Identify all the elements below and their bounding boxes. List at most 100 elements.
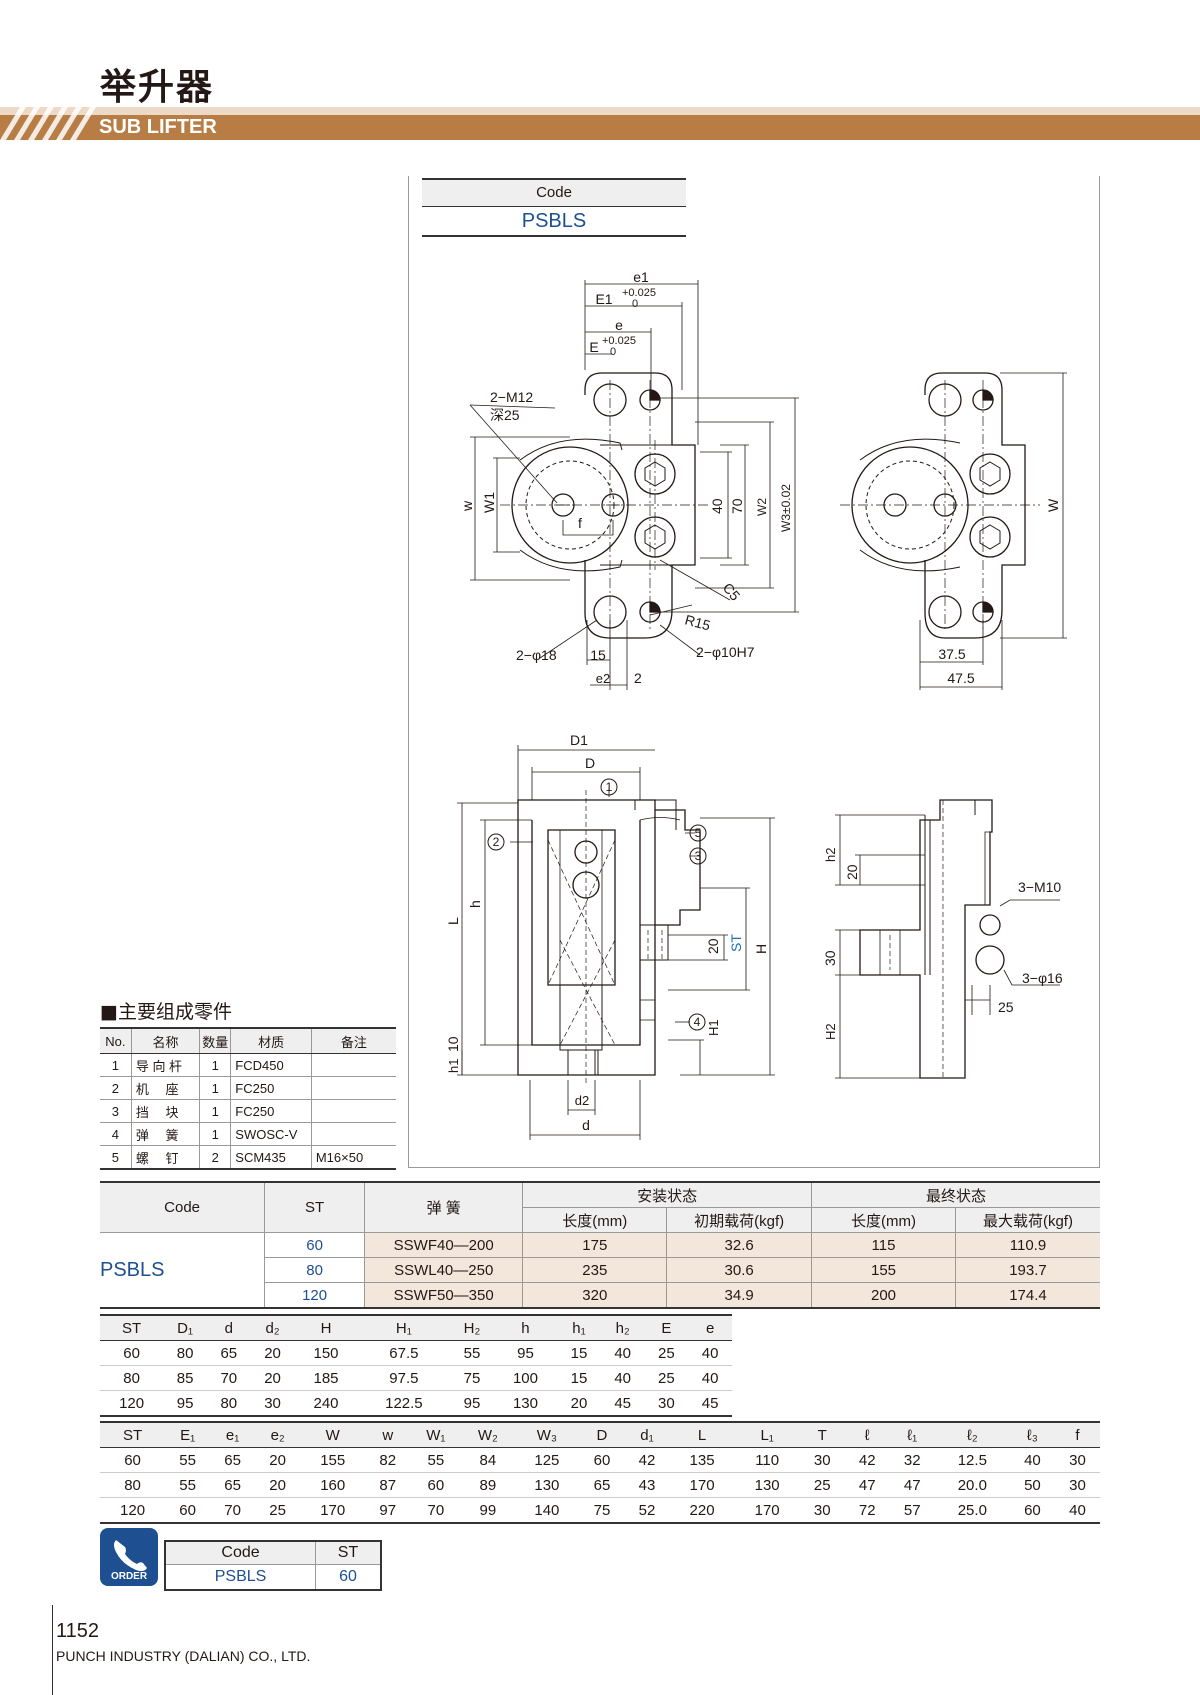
label-C5: C5 <box>720 580 744 604</box>
dim-h2: h2 <box>823 848 838 862</box>
table-row: PSBLS 60 SSWF40—200 175 32.6 115 110.9 <box>100 1232 1100 1309</box>
dim-E1-tol-lower: 0 <box>632 298 638 310</box>
parts-title: ■主要组成零件 <box>100 1001 232 1023</box>
callout-1: 1 <box>606 780 613 794</box>
dim-25: 25 <box>998 999 1014 1015</box>
dim-side-20: 20 <box>844 864 860 880</box>
order-icon: ORDER <box>100 1528 158 1586</box>
parts-header: 数量 <box>199 1027 231 1054</box>
company-name: PUNCH INDUSTRY (DALIAN) CO., LTD. <box>56 1648 311 1664</box>
label-pin10: 2−φ10H7 <box>696 644 755 660</box>
label-R15: R15 <box>683 611 712 633</box>
code-box: Code PSBLS <box>422 178 686 237</box>
dim-side-30: 30 <box>822 950 838 966</box>
dim-e2: e2 <box>596 671 610 686</box>
order-header-st: ST <box>315 1541 381 1565</box>
header-band <box>0 115 1200 140</box>
dim-2: 2 <box>634 670 642 686</box>
top-view <box>469 280 799 690</box>
dim-70: 70 <box>729 498 745 514</box>
dim-front-20: 20 <box>705 938 721 954</box>
dim-f: f <box>578 515 582 531</box>
dim-e: e <box>615 317 623 333</box>
code-box-value: PSBLS <box>422 207 686 237</box>
dim-W2: W2 <box>755 498 769 516</box>
order-icon-label: ORDER <box>110 1571 148 1582</box>
table-row: 80 SSWL40—250 235 30.6 155 193.7 <box>100 1257 1100 1283</box>
side-view <box>835 799 1060 1080</box>
top-view-right <box>840 372 1067 690</box>
spec-header-max-load: 最大载荷(kgf) <box>954 1207 1100 1233</box>
parts-header: 备注 <box>310 1027 396 1054</box>
dim-h1: h1 <box>446 1059 461 1073</box>
spec-code: PSBLS <box>100 1232 265 1309</box>
stripe-decoration <box>0 107 96 140</box>
dim-w: w <box>459 500 475 512</box>
dim-H2: H2 <box>823 1023 838 1040</box>
dim-E1: E1 <box>595 291 612 307</box>
dim-W3: W3±0.02 <box>779 484 793 532</box>
dim-H1: H1 <box>706 1019 721 1036</box>
spec-header-st: ST <box>264 1181 365 1233</box>
order-header-code: Code <box>165 1541 316 1565</box>
dim-d: d <box>582 1117 590 1133</box>
page-title: 举升器 <box>100 67 215 108</box>
dim-40: 40 <box>709 498 725 514</box>
parts-header: No. <box>100 1027 132 1054</box>
order-st: 60 <box>315 1564 381 1590</box>
spec-header-install: 安装状态 <box>522 1181 812 1208</box>
dim-W1: W1 <box>481 492 497 513</box>
dim-10: 10 <box>445 1036 461 1052</box>
header-band-light <box>0 107 1200 115</box>
dim-d2: d2 <box>575 1093 589 1108</box>
front-view <box>457 745 775 1140</box>
dim-E-tol-lower: 0 <box>610 346 616 358</box>
technical-drawing: e1 E1 +0.025 0 e E +0.025 0 2−M12 深25 w … <box>445 269 1067 1140</box>
dim-37-5: 37.5 <box>938 646 965 662</box>
drawing-frame <box>408 176 1100 1168</box>
dim-H: H <box>753 944 769 954</box>
footer-rule <box>52 1605 53 1695</box>
label-screw: 2−M12 <box>490 389 533 405</box>
spec-header-length-final: 长度(mm) <box>811 1207 956 1233</box>
label-hole18: 2−φ18 <box>516 647 557 663</box>
spec-header-initial-load: 初期载荷(kgf) <box>666 1207 812 1233</box>
spec-header-spring: 弹 簧 <box>364 1181 523 1233</box>
spec-header-final: 最终状态 <box>811 1181 1100 1208</box>
dim-E: E <box>589 339 598 355</box>
dim-e1: e1 <box>633 269 649 285</box>
callout-4: 4 <box>694 1015 701 1029</box>
parts-header: 名称 <box>130 1027 200 1054</box>
parts-header: 材质 <box>230 1027 312 1054</box>
dim-D1: D1 <box>570 732 588 748</box>
dim-h: h <box>467 900 483 908</box>
dim-47-5: 47.5 <box>947 670 974 686</box>
label-hole16: 3−φ16 <box>1022 970 1063 986</box>
order-example-table: Code ST PSBLS 60 <box>164 1540 382 1591</box>
dim-L: L <box>445 917 461 925</box>
code-box-label: Code <box>422 178 686 207</box>
dim-E-tol-upper: +0.025 <box>602 335 636 347</box>
dim-W: W <box>1045 498 1061 512</box>
spec-header-length: 长度(mm) <box>522 1207 667 1233</box>
dim-ST: ST <box>728 934 744 952</box>
page-subtitle: SUB LIFTER <box>99 116 217 138</box>
phone-icon <box>114 1540 147 1572</box>
dim-D: D <box>585 755 595 771</box>
dim-15: 15 <box>590 647 606 663</box>
order-code: PSBLS <box>214 1568 267 1585</box>
label-depth: 深25 <box>490 407 520 423</box>
